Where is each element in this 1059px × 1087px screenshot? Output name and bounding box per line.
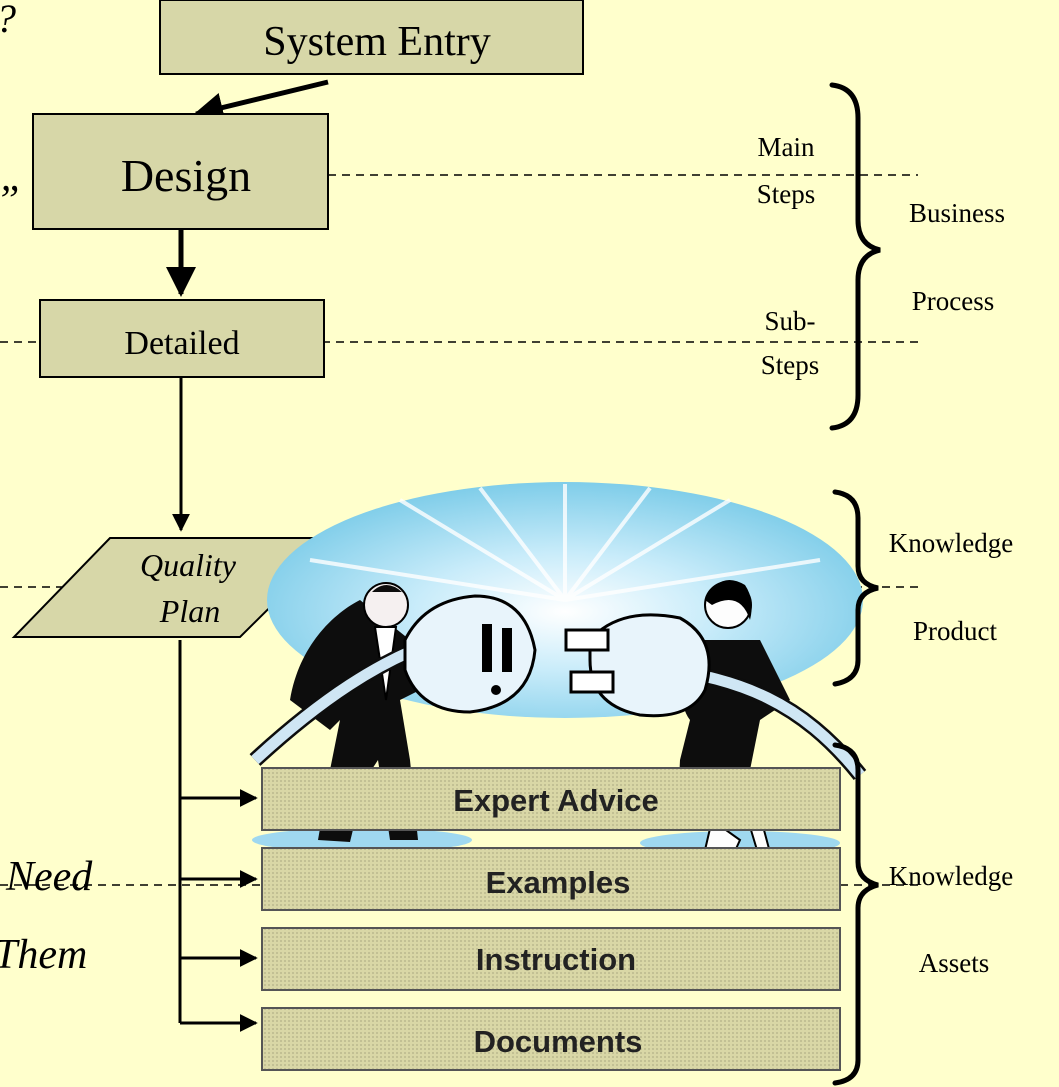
- asset-label-instruction: Instruction: [476, 942, 636, 977]
- label-business: Business: [909, 198, 1005, 228]
- brace-knowledge-assets: [832, 742, 879, 1086]
- label-steps-main: Steps: [757, 179, 816, 209]
- design-label: Design: [121, 150, 251, 201]
- asset-row-documents: Documents: [261, 1007, 841, 1071]
- label-steps-sub: Steps: [761, 350, 820, 380]
- fragment-need: Need: [5, 854, 93, 900]
- asset-label-documents: Documents: [474, 1024, 643, 1059]
- system-entry-label: System Entry: [263, 19, 491, 65]
- label-knowledge-product: Knowledge: [889, 528, 1013, 558]
- braces: [829, 82, 881, 1086]
- asset-row-examples: Examples: [261, 847, 841, 911]
- fragment-quote-glyph: ”: [0, 178, 19, 224]
- quality-plan-label-line1: Quality: [140, 547, 237, 583]
- asset-label-expert-advice: Expert Advice: [453, 783, 659, 818]
- design-box: Design: [32, 113, 329, 230]
- detailed-box: Detailed: [39, 299, 325, 378]
- quality-plan-shape: Quality Plan: [11, 537, 343, 638]
- system-entry-box: System Entry: [159, 0, 584, 75]
- label-knowledge-assets: Knowledge: [889, 861, 1013, 891]
- label-assets: Assets: [919, 948, 990, 978]
- label-main: Main: [758, 132, 815, 162]
- fragment-them: Them: [0, 932, 87, 978]
- prong-plug: [564, 613, 711, 718]
- label-product: Product: [913, 616, 997, 646]
- label-process: Process: [912, 286, 995, 316]
- label-sub: Sub-: [764, 306, 815, 336]
- quality-to-assets-connector: [178, 640, 258, 1032]
- arrow-entry-to-design: [193, 79, 329, 123]
- asset-label-examples: Examples: [486, 865, 631, 900]
- asset-row-expert-advice: Expert Advice: [261, 767, 841, 831]
- brace-knowledge-product: [832, 489, 879, 687]
- brace-business-process: [829, 82, 881, 431]
- asset-row-instruction: Instruction: [261, 927, 841, 991]
- detailed-label: Detailed: [124, 325, 239, 362]
- quality-plan-label-line2: Plan: [159, 593, 220, 629]
- fragment-top-glyph: ?: [0, 0, 16, 41]
- dashed-separators: [0, 174, 918, 886]
- socket-plug: [403, 594, 537, 714]
